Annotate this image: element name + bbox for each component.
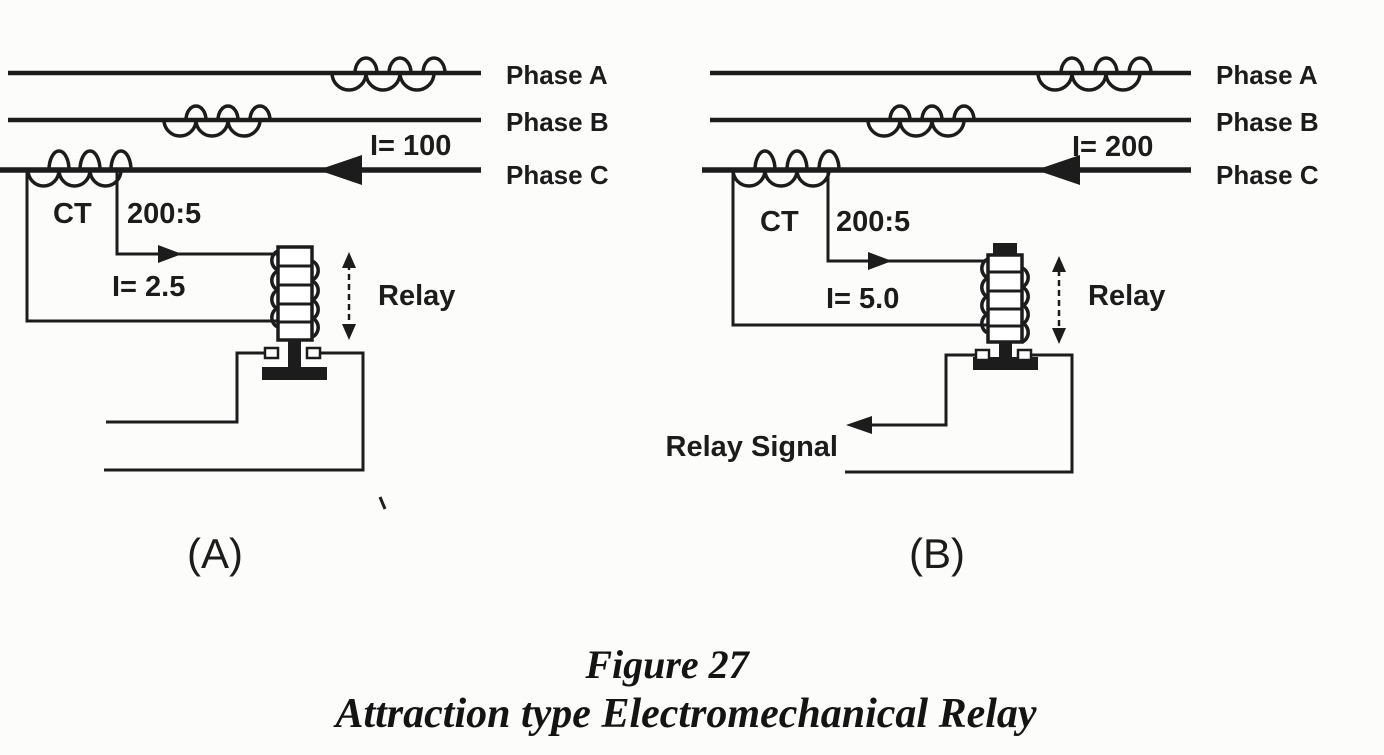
caption-figure-title: Attraction type Electromechanical Relay — [332, 691, 1036, 737]
a-relay-coil-bands — [278, 264, 312, 324]
b-phase-a-ct-winding-under — [1059, 56, 1153, 74]
b-ct-ratio-label: 200:5 — [836, 206, 910, 238]
b-phase-b-ct-winding-under — [888, 104, 976, 121]
b-relay-current-label: I= 5.0 — [826, 283, 899, 315]
a-relay-current-label: I= 2.5 — [112, 271, 185, 303]
b-relay-coil-bands — [988, 270, 1022, 328]
a-phase-c-label: Phase C — [506, 160, 609, 190]
a-motion-arrow-down-icon — [342, 324, 356, 340]
a-plunger-rod — [288, 340, 301, 368]
b-motion-arrow-up-icon — [1052, 256, 1066, 272]
b-ct-return-wire — [731, 172, 988, 327]
a-ct-secondary-wire — [115, 172, 278, 256]
a-phase-b-ct-winding — [162, 119, 262, 138]
b-left-contact-wire — [850, 353, 976, 427]
a-line-current-label: I= 100 — [370, 130, 451, 162]
a-relay-coil-left-turns — [270, 249, 279, 329]
b-left-contact — [974, 348, 991, 362]
b-phase-a-label: Phase A — [1216, 60, 1318, 90]
b-relay-coil-left-turns — [980, 257, 989, 335]
diagram-b: Phase A Phase B Phase C I= 200 CT 200:5 … — [666, 56, 1319, 577]
b-ct-winding-under — [753, 149, 841, 171]
b-phase-c-label: Phase C — [1216, 160, 1319, 190]
a-ct-label: CT — [53, 198, 92, 230]
b-relay-core — [986, 253, 1024, 344]
b-current-arrow-icon — [1036, 155, 1080, 185]
a-relay-core — [276, 245, 314, 342]
b-ct-secondary-wire — [826, 172, 988, 263]
a-ct-winding-under — [47, 149, 133, 171]
a-secondary-current-arrow-icon — [158, 245, 182, 263]
b-right-contact — [1016, 348, 1033, 362]
b-panel-label: (B) — [909, 530, 965, 577]
a-left-contact — [263, 346, 280, 360]
a-motion-arrow-up-icon — [342, 252, 356, 268]
b-relay-label: Relay — [1088, 280, 1165, 312]
a-relay-label: Relay — [378, 280, 455, 312]
b-ct-winding — [731, 169, 831, 188]
b-signal-arrow-icon — [846, 416, 872, 434]
a-armature-bar — [262, 367, 327, 380]
a-phase-b-ct-winding-under — [184, 104, 272, 121]
b-phase-b-ct-winding — [866, 119, 966, 138]
diagram-a: Phase A Phase B Phase C I= 100 CT 200:5 … — [0, 56, 609, 577]
a-relay-coil-right-turns — [311, 259, 320, 339]
figure-caption: Figure 27 Attraction type Electromechani… — [332, 642, 1036, 737]
b-secondary-current-arrow-icon — [868, 252, 892, 270]
a-ct-ratio-label: 200:5 — [127, 198, 201, 230]
caption-figure-number: Figure 27 — [584, 642, 750, 687]
a-scan-speck — [378, 496, 387, 510]
a-panel-label: (A) — [187, 530, 243, 577]
b-plunger-rod — [999, 342, 1012, 360]
b-right-contact-wire — [845, 353, 1074, 474]
a-left-contact-wire — [106, 351, 265, 424]
a-right-contact — [305, 346, 322, 360]
b-motion-arrow-down-icon — [1052, 328, 1066, 344]
b-ct-label: CT — [760, 206, 799, 238]
a-current-arrow-icon — [318, 155, 362, 185]
b-relay-coil-right-turns — [1021, 266, 1030, 344]
b-relay-signal-label: Relay Signal — [666, 431, 838, 463]
a-ct-return-wire — [25, 172, 278, 323]
b-phase-a-ct-winding — [1036, 72, 1142, 92]
b-phase-b-label: Phase B — [1216, 107, 1319, 137]
a-phase-a-ct-winding-under — [353, 56, 447, 74]
a-right-contact-wire — [104, 351, 365, 472]
b-line-current-label: I= 200 — [1072, 131, 1153, 163]
a-phase-a-ct-winding — [330, 72, 436, 92]
a-phase-a-label: Phase A — [506, 60, 608, 90]
a-phase-b-label: Phase B — [506, 107, 609, 137]
a-ct-winding — [26, 169, 123, 188]
